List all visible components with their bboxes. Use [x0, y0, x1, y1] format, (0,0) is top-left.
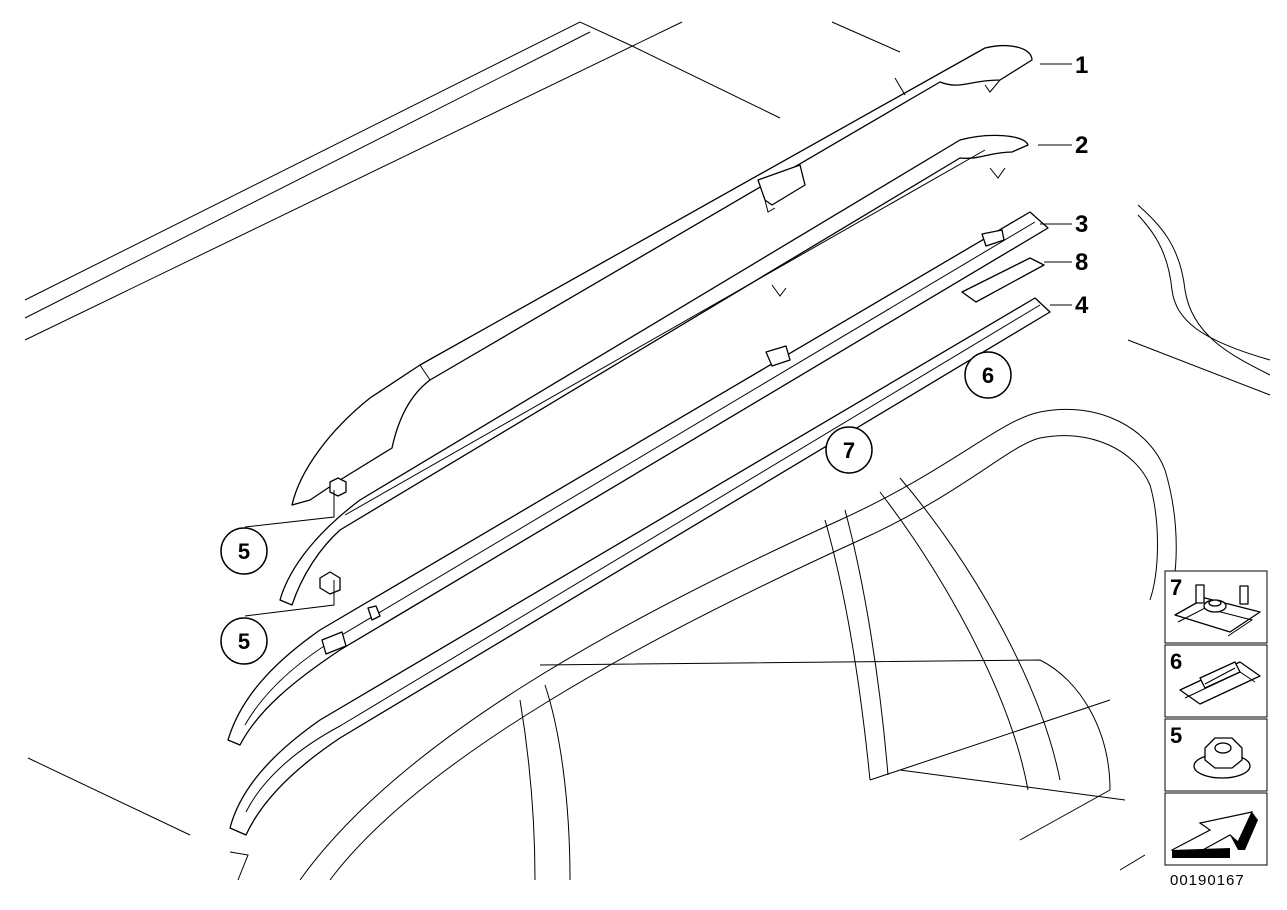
legend-item-6-label: 6	[1170, 649, 1182, 674]
roof-strip-part-3[interactable]	[227, 211, 1049, 746]
circled-callout-7-label: 7	[843, 438, 855, 463]
clip-nut-icon	[1174, 584, 1261, 637]
seal-strip-part-8[interactable]	[961, 257, 1045, 303]
callout-8[interactable]: 8	[1075, 249, 1088, 276]
roof-rail-part-2[interactable]	[279, 134, 1029, 606]
circled-callout-5-upper-label: 5	[238, 539, 250, 564]
diagram-number: 00190167	[1170, 872, 1245, 889]
legend-item-6[interactable]: 6	[1164, 644, 1268, 718]
circled-callout-5-lower-label: 5	[238, 629, 250, 654]
callout-3[interactable]: 3	[1075, 211, 1088, 238]
legend-item-arrow[interactable]	[1164, 792, 1268, 866]
circled-callout-5-upper[interactable]: 5	[220, 527, 268, 575]
legend-item-7-label: 7	[1170, 575, 1182, 600]
leader-lines	[244, 63, 1072, 617]
roof-strip-part-4[interactable]	[229, 297, 1051, 836]
direction-arrow-icon	[1170, 811, 1258, 858]
circled-callout-5-lower[interactable]: 5	[220, 617, 268, 665]
circled-callout-6[interactable]: 6	[964, 351, 1012, 399]
circled-callout-6-label: 6	[982, 363, 994, 388]
callout-4[interactable]: 4	[1075, 292, 1089, 319]
roof-rail-part-1[interactable]	[291, 45, 1033, 506]
callout-1[interactable]: 1	[1075, 52, 1088, 79]
legend-item-7[interactable]: 7	[1164, 570, 1268, 644]
legend-panel: 7 6 5	[1164, 570, 1268, 866]
legend-item-5-label: 5	[1170, 723, 1182, 748]
legend-item-5[interactable]: 5	[1164, 718, 1268, 792]
circled-callout-7[interactable]: 7	[825, 426, 873, 474]
clip-icon	[1179, 661, 1261, 705]
callout-2[interactable]: 2	[1075, 132, 1088, 159]
hex-nut-icon	[1193, 737, 1251, 779]
car-body-outline	[24, 21, 1271, 881]
